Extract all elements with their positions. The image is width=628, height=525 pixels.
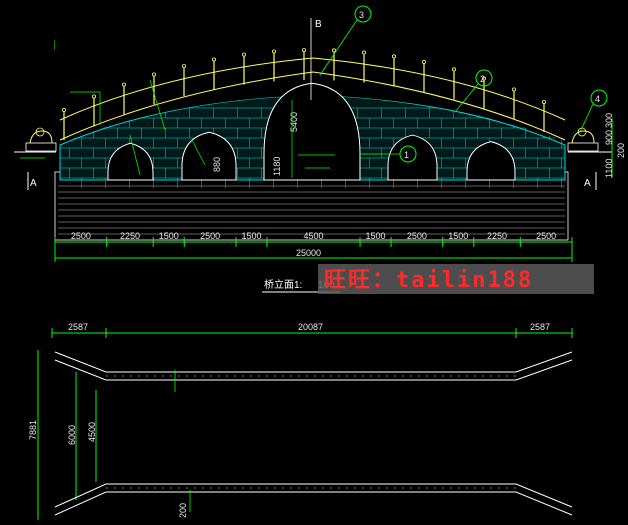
plan-dim-right: 2587	[530, 322, 550, 332]
right-dim-200: 200	[616, 143, 626, 158]
section-mark-b: B	[315, 19, 322, 30]
svg-text:3: 3	[359, 10, 364, 20]
arch-4	[387, 134, 438, 181]
post-cap	[241, 52, 246, 57]
callout-4: 4	[579, 89, 608, 133]
post-cap	[331, 48, 336, 53]
bottom-dim-5: 4500	[304, 231, 324, 241]
total-width: 25000	[296, 248, 321, 258]
railing-top	[59, 57, 566, 121]
callout-3: 3	[319, 5, 372, 76]
post-cap	[512, 87, 517, 92]
bottom-dim-0: 2500	[71, 231, 91, 241]
railing-bottom	[59, 71, 566, 141]
svg-text:2: 2	[480, 74, 485, 84]
callout-1: 1	[360, 145, 417, 163]
arch-3	[263, 82, 361, 181]
right-dim-300: 300	[604, 113, 614, 128]
bottom-dim-9: 2250	[487, 231, 507, 241]
post-cap	[542, 100, 547, 105]
arch-height-large: 5400	[289, 112, 299, 132]
section-mark-a-left: A	[30, 178, 37, 189]
right-dim-1100: 1100	[604, 159, 614, 178]
plan-top-edge-outer	[54, 351, 573, 373]
watermark-text: 旺旺：tailin188	[324, 268, 533, 293]
bottom-dim-8: 1500	[448, 231, 468, 241]
post-cap	[421, 60, 426, 65]
foundation-block	[54, 171, 569, 241]
post-cap	[391, 54, 396, 59]
bottom-dim-3: 2500	[200, 231, 220, 241]
bottom-dim-7: 2500	[407, 231, 427, 241]
right-dim-900: 900	[604, 130, 614, 145]
foundation-hatch	[58, 185, 565, 235]
plan-bottom-edge-inner	[54, 483, 573, 508]
plan-width-4500: 4500	[87, 422, 97, 442]
arch-height-small: 880	[212, 157, 222, 172]
plan-dim-200: 200	[178, 503, 188, 518]
arch-height-medium: 1180	[272, 157, 282, 176]
plan-dim-left: 2587	[68, 322, 88, 332]
arch-2	[181, 131, 237, 181]
post-cap	[301, 48, 306, 53]
arch-5	[466, 141, 516, 181]
post-cap	[122, 82, 127, 87]
plan-bottom-edge-outer	[54, 491, 573, 516]
elevation-view: 1107152015201520152015201520152018001520…	[14, 0, 626, 293]
bottom-dim-6: 1500	[366, 231, 386, 241]
post-cap	[151, 72, 156, 77]
bottom-dim-1: 2250	[120, 231, 140, 241]
bottom-dim-4: 1500	[241, 231, 261, 241]
bottom-dim-10: 2500	[536, 231, 556, 241]
callout-2: 2	[454, 69, 493, 113]
section-mark-a-right: A	[584, 178, 591, 189]
plan-dim-middle: 20087	[298, 322, 323, 332]
elevation-title: 桥立面1:	[264, 278, 302, 291]
post-cap	[451, 67, 456, 72]
post-cap	[181, 64, 186, 69]
svg-text:1: 1	[404, 150, 409, 160]
watermark-box	[318, 264, 594, 294]
bridge-arches	[107, 82, 516, 181]
leader-annotations	[20, 79, 335, 176]
post-cap	[92, 94, 97, 99]
bottom-dimensions: 2500 2250 1500 2500 1500 4500 1500 2500 1500 2250…	[71, 231, 556, 241]
plan-top-edge-inner	[54, 359, 573, 381]
arch-1	[107, 142, 154, 181]
railing-posts	[62, 48, 547, 141]
post-cap	[62, 108, 67, 113]
post-cap	[361, 50, 366, 55]
plan-view: 2587 20087 2587 7881 6000 4500 200	[28, 322, 573, 520]
post-cap	[481, 76, 486, 81]
post-cap	[211, 57, 216, 62]
plan-overall-height: 7881	[28, 420, 38, 440]
stone-lion-left	[25, 127, 57, 152]
post-cap	[271, 49, 276, 54]
bottom-dim-2: 1500	[159, 231, 179, 241]
plan-width-6000: 6000	[67, 425, 77, 445]
svg-text:4: 4	[595, 94, 600, 104]
